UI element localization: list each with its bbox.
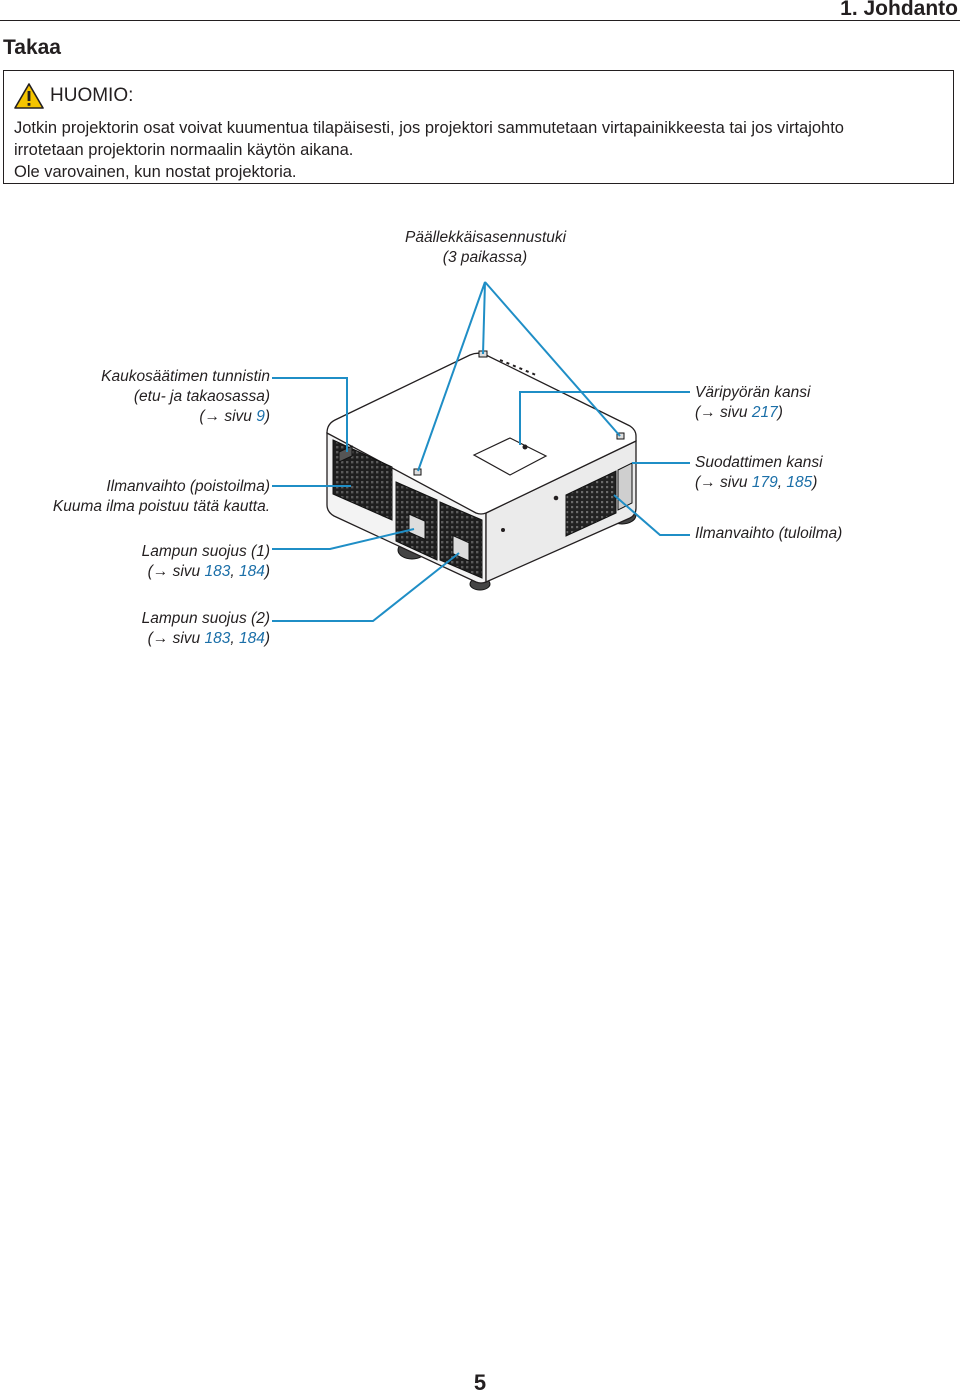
ref-close: ): [264, 408, 270, 425]
ref-close: ): [264, 563, 270, 580]
ref-close: ): [264, 630, 270, 647]
page-link-179[interactable]: 179: [751, 474, 778, 491]
callout-colorwheel: [519, 391, 690, 445]
label-remote-line2: (etu- ja takaosassa): [133, 388, 270, 405]
caution-box: HUOMIO: Jotkin projektorin osat voivat k…: [3, 70, 954, 184]
ref-arrow: (→ sivu: [695, 474, 752, 491]
ref-arrow: (→ sivu: [147, 630, 205, 647]
label-lamp1-ref: (→ sivu 183, 184): [40, 562, 270, 582]
caution-text: Jotkin projektorin osat voivat kuumentua…: [14, 117, 844, 183]
chapter-title: 1. Johdanto: [840, 0, 958, 20]
label-lamp2-ref: (→ sivu 183, 184): [40, 629, 270, 649]
label-exhaust-line2: Kuuma ilma poistuu tätä kautta.: [52, 498, 270, 515]
label-stack-support: Päällekkäisasennustuki (3 paikassa): [405, 228, 567, 268]
label-color-wheel-cover: Väripyörän kansi (→ sivu 217): [695, 383, 935, 423]
page-link-217[interactable]: 217: [751, 404, 778, 421]
top-hatch: [472, 437, 548, 476]
page-number: 5: [473, 1370, 487, 1395]
label-stack-line1: Päällekkäisasennustuki: [405, 229, 567, 246]
ref-close: ): [777, 404, 783, 421]
page-link-183[interactable]: 183: [204, 630, 231, 647]
callout-lamp2: [272, 552, 460, 622]
callout-lines: [272, 281, 690, 622]
exhaust-vent: [332, 439, 393, 521]
caution-line-2: irrotetaan projektorin normaalin käytön …: [14, 141, 354, 159]
projector-body: [326, 350, 637, 591]
stack-support-2: [413, 468, 422, 476]
label-filter-line1: Suodattimen kansi: [695, 454, 823, 471]
label-colorwheel-ref: (→ sivu 217): [695, 403, 935, 423]
caution-line-3: Ole varovainen, kun nostat projektoria.: [14, 163, 297, 181]
page-link-184[interactable]: 184: [238, 630, 265, 647]
top-face: [326, 352, 637, 515]
callout-lamp1: [272, 528, 415, 550]
label-exhaust-line1: Ilmanvaihto (poistoilma): [106, 478, 270, 495]
label-remote-ref: (→ sivu 9): [40, 407, 270, 427]
ref-arrow: (→ sivu: [199, 408, 257, 425]
filter-cover: [617, 462, 633, 511]
caution-header: HUOMIO:: [14, 83, 133, 109]
label-lamp2-line1: Lampun suojus (2): [141, 610, 270, 627]
intake-vent: [565, 470, 617, 537]
label-filter-ref: (→ sivu 179, 185): [695, 473, 935, 493]
page-link-185[interactable]: 185: [786, 474, 813, 491]
header-rule: [0, 20, 960, 21]
warning-triangle-icon: [14, 83, 44, 109]
label-lamp-cover-1: Lampun suojus (1) (→ sivu 183, 184): [40, 542, 270, 582]
ref-arrow: (→ sivu: [695, 404, 752, 421]
label-colorwheel-line1: Väripyörän kansi: [695, 384, 811, 401]
projector-rear-illustration: [272, 281, 690, 622]
label-lamp-cover-2: Lampun suojus (2) (→ sivu 183, 184): [40, 609, 270, 649]
label-intake-line1: Ilmanvaihto (tuloilma): [695, 525, 843, 542]
label-lamp1-line1: Lampun suojus (1): [141, 543, 270, 560]
label-exhaust: Ilmanvaihto (poistoilma) Kuuma ilma pois…: [10, 477, 270, 517]
stack-support-3: [616, 432, 625, 440]
ref-sep: ,: [777, 474, 787, 491]
label-remote-line1: Kaukosäätimen tunnistin: [101, 368, 270, 385]
label-stack-line2: (3 paikassa): [442, 249, 528, 266]
page-link-184[interactable]: 184: [238, 563, 265, 580]
label-remote-sensor: Kaukosäätimen tunnistin (etu- ja takaosa…: [40, 367, 270, 427]
ref-sep: ,: [230, 563, 239, 580]
page-link-183[interactable]: 183: [204, 563, 231, 580]
page-link-9[interactable]: 9: [256, 408, 265, 425]
ref-close: ): [812, 474, 818, 491]
callout-intake: [613, 494, 690, 536]
label-intake: Ilmanvaihto (tuloilma): [695, 524, 935, 544]
ref-sep: ,: [230, 630, 239, 647]
callout-remote: [272, 377, 348, 452]
label-filter-cover: Suodattimen kansi (→ sivu 179, 185): [695, 453, 935, 493]
ref-arrow: (→ sivu: [147, 563, 205, 580]
caution-title: HUOMIO:: [50, 85, 134, 106]
section-title: Takaa: [3, 36, 61, 59]
caution-line-1: Jotkin projektorin osat voivat kuumentua…: [14, 119, 844, 137]
